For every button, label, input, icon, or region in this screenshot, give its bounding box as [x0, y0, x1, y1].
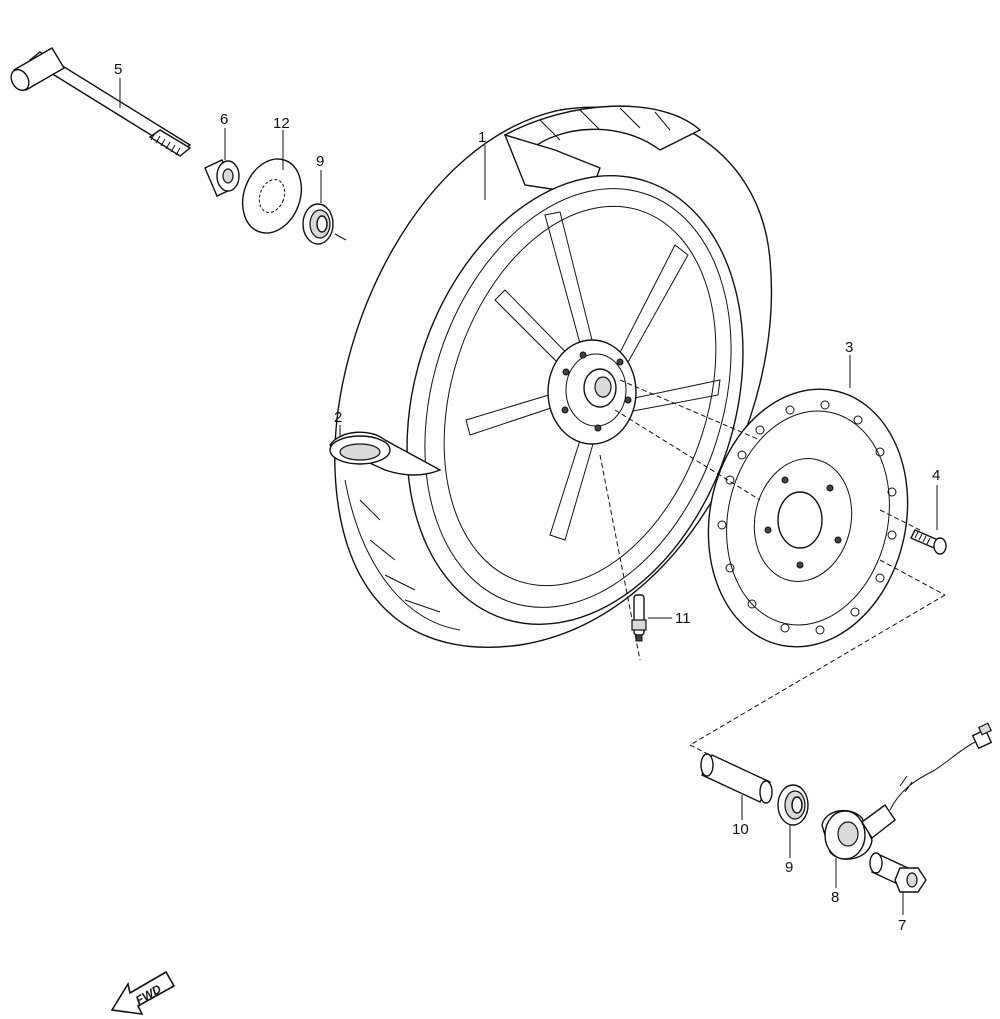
callout-distance-collar: 10 — [732, 821, 749, 838]
callout-collar: 6 — [220, 111, 228, 128]
disc-bolt[interactable] — [879, 509, 947, 555]
dust-seal[interactable] — [233, 151, 312, 242]
callout-dust-seal: 12 — [273, 115, 290, 132]
callout-speedometer-gear-box: 8 — [831, 889, 839, 906]
callout-tube: 2 — [334, 409, 342, 426]
collar[interactable] — [204, 159, 240, 197]
fwd-direction-badge: FWD — [110, 970, 176, 1015]
callout-valve: 11 — [675, 610, 691, 627]
arrow-icon — [110, 970, 176, 1015]
wheel-rim — [465, 211, 721, 541]
callout-tire: 1 — [478, 129, 486, 146]
callout-bearing-right: 9 — [785, 859, 793, 876]
speedometer-gear-box[interactable] — [821, 722, 993, 860]
distance-collar[interactable] — [700, 753, 773, 804]
bearing-left[interactable] — [302, 203, 347, 245]
tube[interactable] — [328, 431, 442, 476]
valve[interactable] — [599, 454, 647, 661]
tire[interactable] — [334, 105, 798, 668]
leader-lines — [119, 78, 938, 915]
axle[interactable] — [8, 47, 192, 157]
callout-disc-bolt: 4 — [932, 467, 940, 484]
callout-axle-nut: 7 — [898, 917, 906, 934]
bearing-right[interactable] — [777, 784, 809, 826]
callout-bearing-left: 9 — [316, 153, 324, 170]
brake-disc[interactable] — [685, 370, 931, 665]
callout-axle: 5 — [114, 61, 122, 78]
disc-holes — [717, 400, 897, 635]
axle-nut[interactable] — [869, 852, 927, 893]
callouts: 5 6 12 9 1 2 3 4 11 10 9 8 7 — [114, 61, 940, 934]
callout-brake-disc: 3 — [845, 339, 853, 356]
